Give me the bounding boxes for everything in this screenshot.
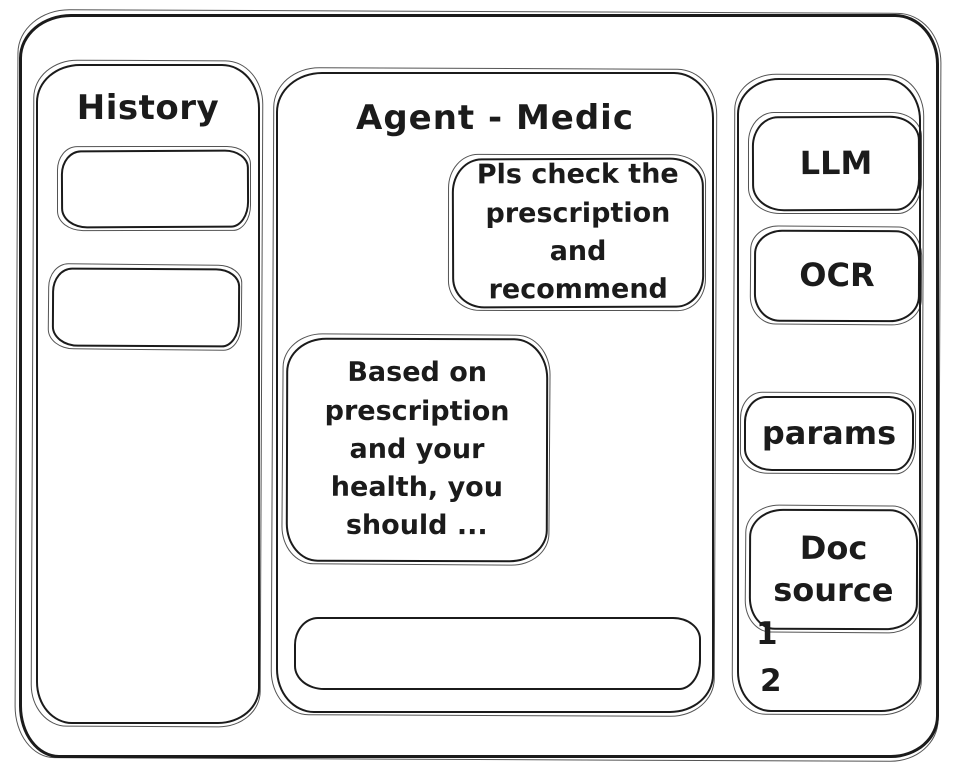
history-title: History	[76, 88, 220, 128]
history-panel: History	[36, 64, 260, 724]
llm-button[interactable]: LLM	[751, 115, 921, 212]
params-button[interactable]: params	[744, 396, 914, 471]
chat-title: Agent - Medic	[356, 98, 634, 138]
assistant-message-bubble: Based on prescription and your health, y…	[285, 337, 549, 563]
history-item[interactable]	[60, 149, 250, 229]
message-input[interactable]	[294, 617, 701, 690]
tools-panel: LLM OCR params Doc source 1 2	[737, 78, 921, 712]
user-message-bubble: Pls check the prescription and recommend	[451, 157, 705, 309]
ocr-button[interactable]: OCR	[753, 229, 921, 323]
doc-source-button[interactable]: Doc source	[748, 508, 919, 631]
doc-source-item-2[interactable]: 2	[760, 663, 782, 699]
history-item[interactable]	[51, 267, 241, 348]
doc-source-item-1[interactable]: 1	[756, 616, 778, 652]
chat-panel: Agent - Medic Pls check the prescription…	[276, 72, 714, 713]
